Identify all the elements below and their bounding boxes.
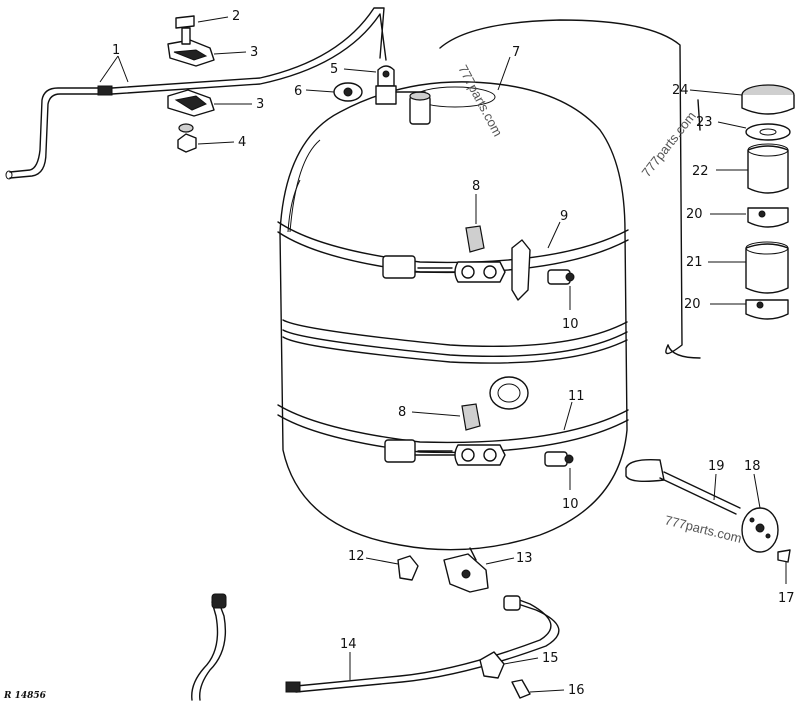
tank-outline-ghost xyxy=(439,19,701,359)
vent-fittings xyxy=(333,65,426,105)
callout-9: 9 xyxy=(560,209,568,224)
vent-line xyxy=(5,7,387,180)
callout-22: 22 xyxy=(692,164,709,179)
callout-4: 4 xyxy=(238,135,246,150)
callout-6: 6 xyxy=(294,84,302,99)
callout-2: 2 xyxy=(232,9,240,24)
callout-13: 13 xyxy=(516,551,533,566)
bottom-fittings xyxy=(397,547,489,593)
callout-5: 5 xyxy=(330,62,338,77)
drawing-ref-code: R 14856 xyxy=(3,691,47,701)
fuel-line xyxy=(191,593,560,701)
watermark-3: 777parts.com xyxy=(663,512,743,546)
callout-8b: 8 xyxy=(398,405,406,420)
callout-21: 21 xyxy=(686,255,703,270)
callout-3a: 3 xyxy=(250,45,258,60)
callout-18: 18 xyxy=(744,459,761,474)
callout-19: 19 xyxy=(708,459,725,474)
callout-14: 14 xyxy=(340,637,357,652)
callout-7: 7 xyxy=(512,45,520,60)
fuel-tank xyxy=(279,81,628,551)
callout-15: 15 xyxy=(542,651,559,666)
callout-3b: 3 xyxy=(256,97,264,112)
callout-1: 1 xyxy=(112,43,120,58)
strap-pads xyxy=(461,225,485,431)
upper-strap xyxy=(277,221,629,301)
lower-strap xyxy=(277,404,629,467)
vent-clamps xyxy=(167,15,215,153)
callout-23: 23 xyxy=(696,115,713,130)
callout-11: 11 xyxy=(568,389,585,404)
callout-10a: 10 xyxy=(562,317,579,332)
callout-10b: 10 xyxy=(562,497,579,512)
callout-24: 24 xyxy=(672,83,689,98)
callout-20b: 20 xyxy=(684,297,701,312)
watermark-2: 777parts.com xyxy=(639,109,699,180)
leader-lines xyxy=(99,16,787,693)
callout-16: 16 xyxy=(568,683,585,698)
sender-unit xyxy=(625,458,791,563)
callout-17: 17 xyxy=(778,591,795,606)
callout-12: 12 xyxy=(348,549,365,564)
callout-20a: 20 xyxy=(686,207,703,222)
callout-8a: 8 xyxy=(472,179,480,194)
